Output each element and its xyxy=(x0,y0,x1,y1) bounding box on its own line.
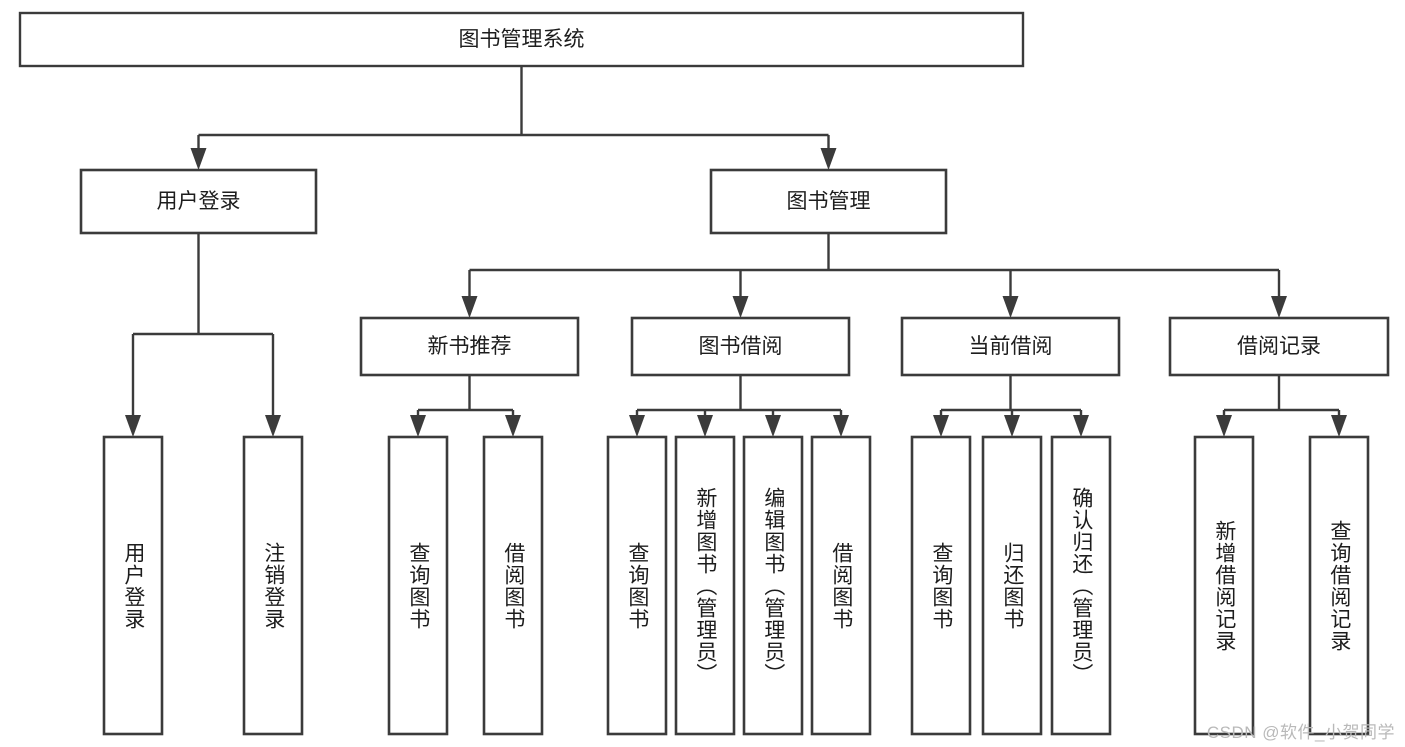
node-box-user-logout[interactable] xyxy=(242,435,304,736)
node-box-current-confirm-return[interactable] xyxy=(1050,435,1112,736)
arrow-head-icon xyxy=(820,148,837,170)
node-box-borrow-record[interactable] xyxy=(1168,316,1390,377)
node-label-current-borrow: 当前借阅 xyxy=(969,335,1053,358)
arrow-head-icon xyxy=(125,415,141,437)
node-current-confirm-return[interactable] xyxy=(1050,435,1112,736)
node-borrow-borrow-book[interactable] xyxy=(810,435,872,736)
node-user-login[interactable] xyxy=(79,168,318,235)
node-box-borrow-edit-book[interactable] xyxy=(742,435,804,736)
node-box-book-management[interactable] xyxy=(709,168,948,235)
watermark: CSDN @软件_小贺同学 xyxy=(1206,723,1395,742)
node-borrow-add-book[interactable] xyxy=(674,435,736,736)
node-new-book-recommend[interactable] xyxy=(359,316,580,377)
arrow-head-icon xyxy=(190,148,207,170)
arrow-head-icon xyxy=(697,415,713,437)
node-box-new-book-recommend[interactable] xyxy=(359,316,580,377)
node-recommend-query-book[interactable] xyxy=(387,435,449,736)
node-box-user-login-do[interactable] xyxy=(102,435,164,736)
node-borrow-query-book[interactable] xyxy=(606,435,668,736)
node-box-current-borrow[interactable] xyxy=(900,316,1121,377)
node-record-add[interactable] xyxy=(1193,435,1255,736)
arrow-head-icon xyxy=(505,415,521,437)
arrow-head-icon xyxy=(765,415,781,437)
node-box-current-return-book[interactable] xyxy=(981,435,1043,736)
arrow-head-icon xyxy=(629,415,645,437)
node-book-borrow[interactable] xyxy=(630,316,851,377)
node-box-current-query-book[interactable] xyxy=(910,435,972,736)
node-label-new-book-recommend: 新书推荐 xyxy=(428,335,512,358)
node-box-record-add[interactable] xyxy=(1193,435,1255,736)
node-box-borrow-add-book[interactable] xyxy=(674,435,736,736)
node-box-user-login[interactable] xyxy=(79,168,318,235)
arrow-head-icon xyxy=(1002,296,1019,318)
arrow-head-icon xyxy=(410,415,426,437)
node-box-borrow-borrow-book[interactable] xyxy=(810,435,872,736)
arrow-head-icon xyxy=(461,296,478,318)
node-recommend-borrow-book[interactable] xyxy=(482,435,544,736)
node-box-root[interactable] xyxy=(18,11,1025,68)
node-label-book-management: 图书管理 xyxy=(787,190,871,213)
node-box-recommend-query-book[interactable] xyxy=(387,435,449,736)
node-current-return-book[interactable] xyxy=(981,435,1043,736)
arrow-head-icon xyxy=(1271,296,1287,318)
node-label-user-login: 用户登录 xyxy=(157,190,241,213)
arrow-head-icon xyxy=(1004,415,1020,437)
node-label-borrow-record: 借阅记录 xyxy=(1237,335,1321,358)
node-record-query[interactable] xyxy=(1308,435,1370,736)
arrow-head-icon xyxy=(1331,415,1347,437)
node-root[interactable] xyxy=(18,11,1025,68)
node-user-login-do[interactable] xyxy=(102,435,164,736)
node-label-root: 图书管理系统 xyxy=(459,28,585,51)
node-book-management[interactable] xyxy=(709,168,948,235)
node-current-borrow[interactable] xyxy=(900,316,1121,377)
arrow-head-icon xyxy=(933,415,949,437)
arrow-head-icon xyxy=(1073,415,1089,437)
arrow-head-icon xyxy=(1216,415,1232,437)
connector-layer xyxy=(125,66,1347,437)
node-box-record-query[interactable] xyxy=(1308,435,1370,736)
arrow-head-icon xyxy=(833,415,849,437)
node-box-book-borrow[interactable] xyxy=(630,316,851,377)
node-box-recommend-borrow-book[interactable] xyxy=(482,435,544,736)
arrow-head-icon xyxy=(265,415,281,437)
node-label-book-borrow: 图书借阅 xyxy=(699,335,783,358)
node-borrow-record[interactable] xyxy=(1168,316,1390,377)
arrow-head-icon xyxy=(732,296,749,318)
node-box-borrow-query-book[interactable] xyxy=(606,435,668,736)
node-user-logout[interactable] xyxy=(242,435,304,736)
node-borrow-edit-book[interactable] xyxy=(742,435,804,736)
node-current-query-book[interactable] xyxy=(910,435,972,736)
